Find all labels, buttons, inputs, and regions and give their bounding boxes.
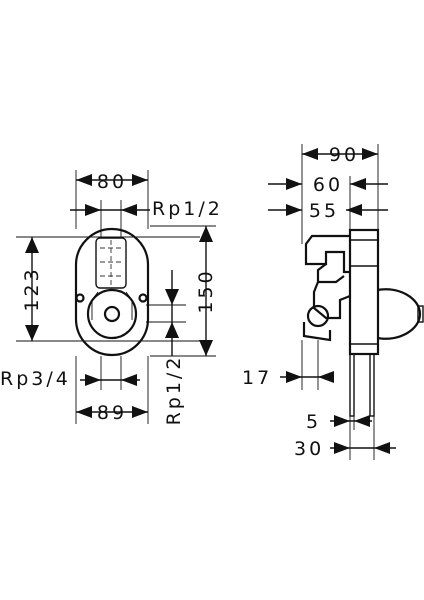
side-housing-top [304,234,350,274]
dim-label-17: 17 [242,367,272,389]
dim-label-60: 60 [313,174,343,196]
dimension-rp-half-top: Rp1/2 [70,198,223,220]
dim-label-80: 80 [97,171,127,193]
dimension-5: 5 [306,411,372,433]
side-housing-lower [312,281,351,320]
dimension-55: 55 [268,200,388,222]
dim-label-150: 150 [195,268,217,313]
dimension-150: 150 [195,226,217,356]
dimension-60: 60 [268,174,388,196]
dimension-89: 89 [76,402,148,424]
dimension-rp-half-vertical: Rp1/2 [163,270,185,425]
dim-label-30: 30 [294,438,324,460]
side-view [301,144,424,460]
side-main-body [348,228,380,356]
dimension-123: 123 [21,237,43,341]
dim-label-89: 89 [97,402,127,424]
front-valve-inner-circle [103,305,121,323]
dimension-90: 90 [302,144,378,166]
side-cap-end [417,305,424,323]
side-knob-base [302,322,332,342]
front-screw-right [138,293,148,303]
side-pipe-right [369,353,375,417]
side-pipe-left [349,353,355,417]
dim-label-123: 123 [21,266,43,311]
side-knob [306,304,330,328]
dimension-rp-three-quarter: Rp3/4 [0,368,140,390]
front-valve-outer-circle [86,288,138,340]
dim-label-55: 55 [309,200,339,222]
front-inner-detail [100,240,122,290]
dim-label-rp-three-quarter: Rp3/4 [0,368,71,390]
dimension-80: 80 [76,171,148,193]
dim-label-rp-half-top: Rp1/2 [152,198,223,220]
front-body-outline [74,227,150,357]
front-screw-left [75,293,85,303]
side-housing-mid [316,263,345,284]
dim-label-90: 90 [329,144,359,166]
dim-label-rp-half-vertical: Rp1/2 [163,355,185,426]
dimension-17: 17 [242,367,334,389]
side-rounded-cap [377,288,422,340]
dimension-30: 30 [294,438,396,460]
dim-label-5: 5 [306,411,321,433]
